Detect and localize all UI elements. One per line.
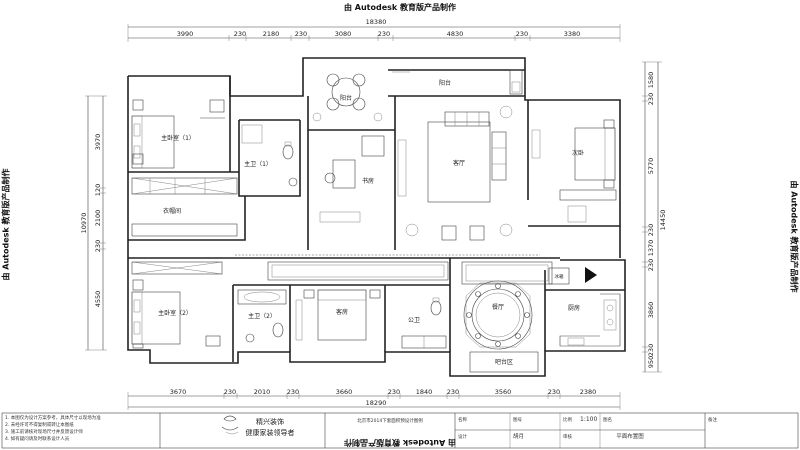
bath-2-fixtures: [237, 289, 287, 343]
bed-guest-room: [295, 289, 381, 341]
dim-top-seg-4: 3080: [335, 30, 352, 38]
dim-bottom-seg-5: 230: [388, 388, 400, 396]
dim-right-seg-5: 230: [647, 259, 655, 271]
dim-right-seg-4: 1370: [647, 240, 655, 257]
bath-1-fixtures: [241, 124, 298, 187]
label-living-room: 客厅: [453, 159, 465, 167]
dim-right-seg-8: 950: [647, 356, 655, 368]
label-closet: 衣帽间: [163, 207, 181, 215]
label-master-bedroom-2: 主卧室（2）: [158, 309, 192, 317]
balcony-2-fixtures: [392, 69, 523, 95]
dim-right-seg-7: 230: [647, 344, 655, 356]
balcony-table-set: [312, 73, 383, 122]
dim-left-seg-2: 2100: [94, 210, 102, 227]
dim-left-seg-1: 120: [94, 184, 102, 196]
label-balcony-1: 阳台: [340, 94, 352, 102]
note-line-3: 3. 施工前请核对现场尺寸并反馈设计师: [5, 428, 83, 435]
project-name: 北京市2014下套面积预设计图例: [357, 417, 423, 424]
dim-top-seg-2: 2180: [263, 30, 280, 38]
label-master-bedroom-1: 主卧室（1）: [161, 134, 195, 142]
dim-bottom-seg-2: 2010: [254, 388, 271, 396]
note-line-4: 4. 如有疑问请及时联系设计人员: [5, 435, 70, 442]
dim-bottom-seg-0: 3670: [170, 388, 187, 396]
label-guest-room: 客房: [336, 308, 348, 316]
company-logo: [221, 415, 239, 435]
dim-top-seg-6: 4830: [447, 30, 464, 38]
bed-master-1: [131, 99, 225, 169]
interior-walls: [128, 69, 625, 362]
company-slogan: 健康家装领导者: [246, 428, 295, 437]
field-label-reviewer: 审核: [563, 433, 572, 440]
dining-table-set: [463, 280, 533, 350]
dim-bottom-seg-3: 230: [287, 388, 299, 396]
dim-right-seg-6: 3860: [647, 302, 655, 319]
dim-top-seg-7: 230: [516, 30, 528, 38]
label-public-bath: 公卫: [408, 317, 420, 324]
study-furniture: [319, 135, 385, 223]
label-balcony-2: 阳台: [439, 79, 451, 87]
dim-right-seg-1: 230: [647, 93, 655, 105]
dimension-left: 3970 120 2100 230 4550 10970: [80, 95, 107, 351]
dim-right-seg-0: 1580: [647, 72, 655, 89]
watermark-top: 由 Autodesk 教育版产品制作: [343, 3, 456, 12]
dim-left-seg-3: 230: [94, 240, 102, 252]
note-line-2: 2. 未经许可不得复制或转让本图纸: [5, 421, 74, 428]
bed-master-2: [131, 261, 223, 349]
label-master-bath-2: 主卫（2）: [248, 312, 276, 320]
dining-chairs: [466, 283, 530, 347]
drawing-name-value: 平面布置图: [616, 432, 644, 440]
closet-fixtures: [131, 177, 238, 237]
dim-right-seg-2: 5770: [647, 158, 655, 175]
label-kitchen: 厨房: [568, 304, 580, 312]
dim-bottom-seg-8: 3560: [495, 388, 512, 396]
field-label-name: 名称: [458, 416, 467, 423]
dim-left-total: 10970: [80, 213, 88, 234]
corridor: [235, 254, 553, 285]
exterior-walls: [127, 57, 626, 377]
label-second-bedroom: 次卧: [572, 149, 584, 157]
designer-value: 胡月: [513, 432, 524, 440]
dimension-bottom: 3670 230 2010 230 3660 230 1840 230 3560…: [127, 388, 621, 410]
dim-right-seg-3: 230: [647, 224, 655, 236]
dim-top-seg-5: 230: [378, 30, 390, 38]
dim-bottom-total: 18290: [366, 399, 387, 407]
field-label-drawing-no: 图号: [513, 417, 522, 423]
dim-left-seg-0: 3970: [94, 134, 102, 151]
scale-value: 1:100: [580, 416, 597, 423]
dim-left-seg-4: 4550: [94, 291, 102, 308]
entrance-arrow-icon: [585, 267, 597, 283]
label-study: 书房: [362, 177, 374, 185]
public-bath-fixtures: [401, 297, 447, 349]
dimension-right: 1580 230 5770 230 1370 230 3860 230 950 …: [642, 61, 667, 373]
label-dining-room: 餐厅: [492, 303, 504, 311]
field-label-designer: 设计: [458, 433, 467, 440]
dimension-top: 18380 3990 230 2180 230 3080 230 4830 23…: [127, 18, 621, 42]
dim-bottom-seg-4: 3660: [336, 388, 353, 396]
label-master-bath-1: 主卫（1）: [244, 160, 272, 168]
note-line-1: 1. 本图仅为设计方案参考，具体尺寸以现场为准: [5, 414, 101, 421]
dim-bottom-seg-6: 1840: [416, 388, 433, 396]
label-bar-area: 吧台区: [495, 358, 513, 366]
dim-top-seg-8: 3380: [564, 30, 581, 38]
dim-top-total: 18380: [366, 18, 387, 26]
dim-right-total: 14450: [659, 210, 667, 231]
field-label-drawing-name: 图名: [603, 416, 612, 423]
dim-top-seg-0: 3990: [177, 30, 194, 38]
dim-bottom-seg-1: 230: [224, 388, 236, 396]
kitchen-fixtures: [548, 267, 621, 347]
field-label-scale: 比例: [563, 416, 572, 423]
dim-top-seg-1: 230: [234, 30, 246, 38]
dim-top-seg-3: 230: [295, 30, 307, 38]
living-room-furniture: [397, 105, 513, 241]
dim-bottom-seg-10: 2380: [580, 388, 597, 396]
bar-area: [469, 351, 539, 373]
company-name: 精兴装饰: [256, 417, 284, 426]
title-block: 1. 本图仅为设计方案参考，具体尺寸以现场为准 2. 未经许可不得复制或转让本图…: [1, 412, 799, 449]
field-label-notes: 备注: [708, 416, 717, 423]
label-fridge: 冰箱: [555, 273, 564, 280]
dim-bottom-seg-9: 230: [548, 388, 560, 396]
bed-second-bedroom: [531, 119, 617, 223]
dim-bottom-seg-7: 230: [447, 388, 459, 396]
